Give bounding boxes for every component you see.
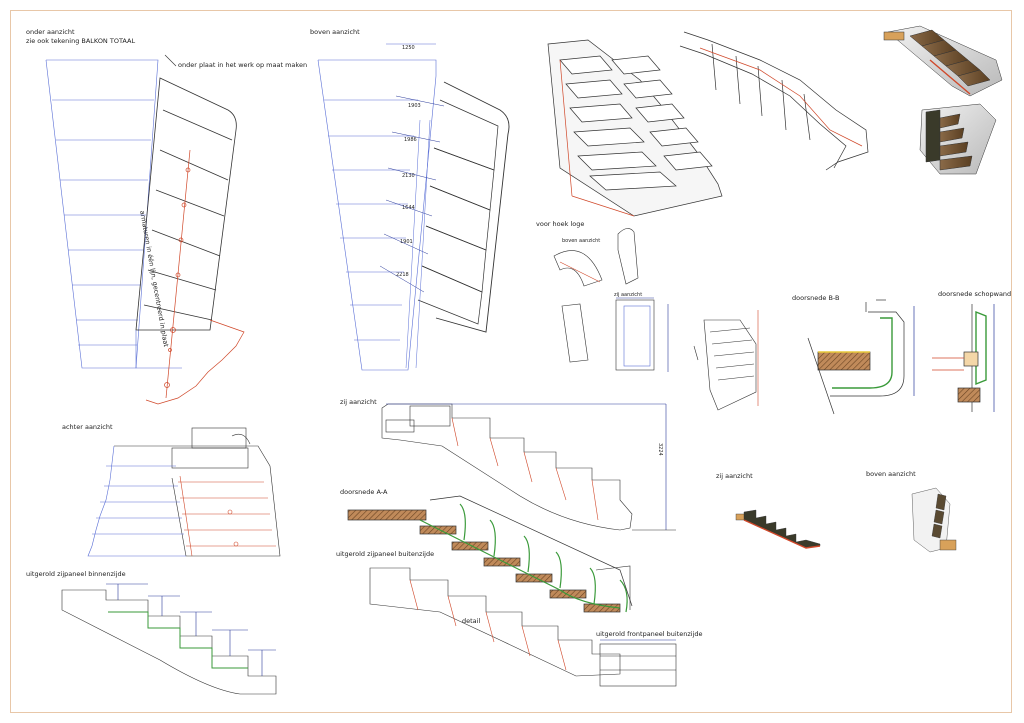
label-uitgerold-zijpaneel-buitenzijde: uitgerold zijpaneel buitenzijde: [336, 550, 435, 558]
label-doorsnede-schopwand: doorsnede schopwand: [938, 290, 1012, 298]
dim-boven-5: 1901: [400, 239, 413, 245]
dim-boven-3: 2130: [402, 173, 415, 179]
label-boven-aanzicht: boven aanzicht: [310, 28, 360, 36]
dim-boven-6: 2218: [396, 272, 409, 278]
armature-line: [164, 149, 191, 399]
dim-boven-2: 1986: [404, 137, 417, 143]
render-stair-2: [919, 103, 997, 175]
view-doorsnede-aa: [347, 495, 633, 613]
view-boven-aanzicht: [317, 43, 510, 371]
label-doorsnede-aa: doorsnede A-A: [340, 488, 388, 496]
view-3d-stair: [547, 39, 723, 217]
view-3d-sidepanel: [679, 31, 869, 171]
label-detail: detail: [462, 617, 481, 625]
label-plate-note: onder plaat in het werk op maat maken: [178, 61, 308, 69]
label-uitgerold-zijpaneel-binnenzijde: uitgerold zijpaneel binnenzijde: [26, 570, 126, 578]
view-onder-aanzicht: [45, 59, 159, 369]
label-doorsnede-bb: doorsnede B-B: [792, 294, 840, 302]
view-voor-hoek-loge: [553, 228, 669, 372]
view-zijpaneel-binnenzijde: [61, 583, 277, 695]
dim-boven-1: 1903: [408, 103, 421, 109]
label-achter-aanzicht: achter aanzicht: [62, 423, 113, 431]
render-boven-small: [911, 487, 957, 553]
label-zij-aanzicht-main: zij aanzicht: [340, 398, 377, 406]
render-zij-small: [735, 509, 821, 549]
label-zij-aanzicht-small: zij aanzicht: [716, 472, 753, 480]
label-bovenaanzicht-tiny: boven aanzicht: [562, 238, 601, 244]
view-zijpaneel-buitenzijde: [369, 565, 631, 677]
view-achter-aanzicht: [87, 427, 281, 557]
label-onder-aanzicht: onder aanzicht: [26, 28, 75, 36]
label-uitgerold-frontpaneel: uitgerold frontpaneel buitenzijde: [596, 630, 703, 638]
label-voor-hoek-loge: voor hoek loge: [536, 220, 585, 228]
view-stair-front-small: [693, 310, 759, 411]
sheet-border: [10, 10, 1012, 713]
view-frontpaneel: [599, 639, 677, 687]
label-zijaanzicht-tiny: zij aanzicht: [614, 292, 643, 298]
view-doorsnede-schopwand: [932, 304, 995, 412]
view-zij-aanzicht-main: [381, 403, 676, 531]
label-boven-aanzicht-small: boven aanzicht: [866, 470, 916, 478]
render-stair-1: [883, 25, 1003, 97]
view-onder-plate: [135, 54, 245, 405]
view-doorsnede-bb: [807, 299, 915, 415]
label-ref-note: zie ook tekening BALKON TOTAAL: [26, 37, 136, 45]
dim-top-width: 1250: [402, 45, 415, 51]
